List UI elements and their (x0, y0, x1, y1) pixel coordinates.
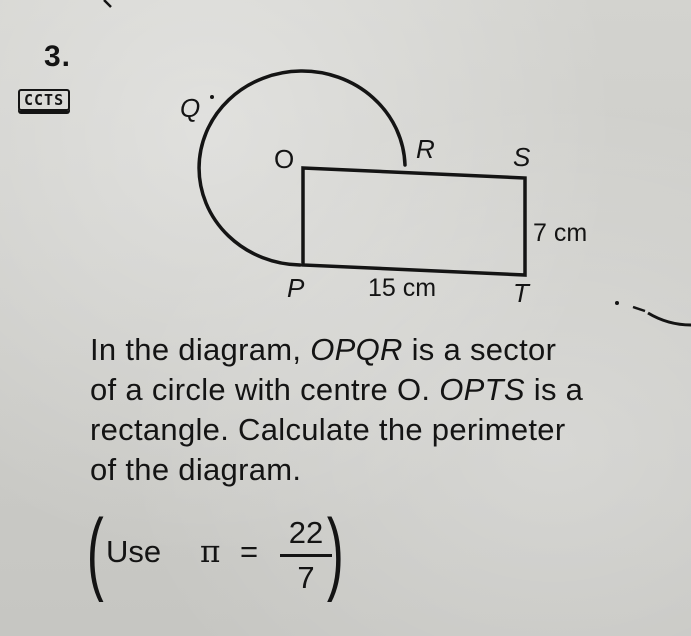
question-number: 3. (44, 40, 72, 73)
pi-symbol: π (200, 534, 221, 570)
fraction-bar (280, 554, 332, 557)
question-line-1: In the diagram, OPQR is a sector (90, 332, 557, 367)
label-point-q: Q (180, 93, 201, 123)
label-point-r: R (416, 134, 435, 164)
sector-name: OPQR (310, 332, 403, 367)
rectangle-name: OPTS (439, 372, 525, 407)
open-parenthesis: ( (86, 501, 104, 603)
question-line-4: of the diagram. (90, 452, 302, 487)
fraction-denominator: 7 (297, 560, 315, 595)
label-point-s: S (513, 142, 531, 172)
hint-use-text: Use (106, 534, 162, 569)
question-text: In the diagram, OPQR is a sector of a ci… (90, 330, 690, 490)
width-label: 7 cm (533, 219, 588, 247)
label-point-t: T (513, 278, 529, 308)
ccts-badge: CCTS (18, 89, 71, 111)
label-point-p: P (287, 273, 305, 303)
length-label: 15 cm (368, 274, 437, 302)
rectangle-opts (301, 166, 527, 277)
label-point-o: O (274, 144, 295, 174)
fraction-numerator: 22 (288, 515, 324, 550)
close-parenthesis: ) (326, 501, 344, 603)
pen-mark (103, 0, 112, 8)
pi-fraction: 22 7 (280, 516, 332, 595)
sector-arc (197, 69, 407, 267)
question-line-3: rectangle. Calculate the perimeter (90, 412, 566, 447)
point-q-dot (210, 95, 214, 99)
question-line-2: of a circle with centre O. OPTS is a (90, 372, 584, 407)
equals-sign: = (240, 534, 259, 569)
